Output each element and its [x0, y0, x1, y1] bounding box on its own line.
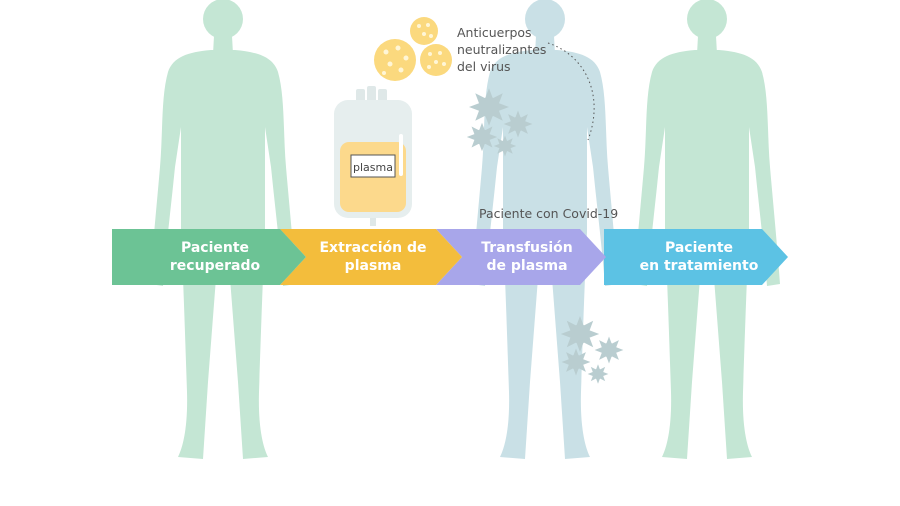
step-arrow-1 — [112, 229, 306, 285]
step-2-line-1: Extracción de — [319, 240, 427, 256]
step-label-4: Paciente en tratamiento — [624, 237, 774, 277]
antibody-particle — [410, 17, 438, 45]
step-arrow-2 — [280, 229, 462, 285]
step-label-2: Extracción de plasma — [303, 237, 443, 277]
plasma-bag-icon — [334, 86, 412, 226]
step-1-line-1: Paciente — [180, 240, 250, 256]
step-arrow-4 — [604, 229, 788, 285]
antibody-particle — [420, 44, 452, 76]
antibodies-label: Anticuerpos neutralizantes del virus — [457, 24, 546, 75]
antibodies-label-line-1: Anticuerpos — [457, 25, 532, 40]
antibodies-label-line-3: del virus — [457, 59, 511, 74]
step-3-line-2: de plasma — [486, 258, 568, 274]
step-1-line-2: recuperado — [169, 258, 261, 274]
step-2-line-2: plasma — [344, 258, 402, 274]
step-label-3: Transfusión de plasma — [462, 237, 592, 277]
antibody-particle — [374, 39, 416, 81]
step-4-line-1: Paciente — [664, 240, 734, 256]
antibodies-label-line-2: neutralizantes — [457, 42, 547, 57]
covid-patient-label: Paciente con Covid-19 — [479, 206, 619, 221]
virus-particle — [594, 336, 624, 364]
step-4-line-2: en tratamiento — [639, 258, 759, 274]
step-label-1: Paciente recuperado — [150, 237, 280, 277]
antibodies-cluster — [374, 17, 452, 81]
virus-particle — [587, 364, 609, 384]
step-arrow-3 — [436, 229, 606, 285]
step-3-line-1: Transfusión — [481, 240, 573, 256]
plasma-bag-label: plasma — [353, 161, 393, 174]
